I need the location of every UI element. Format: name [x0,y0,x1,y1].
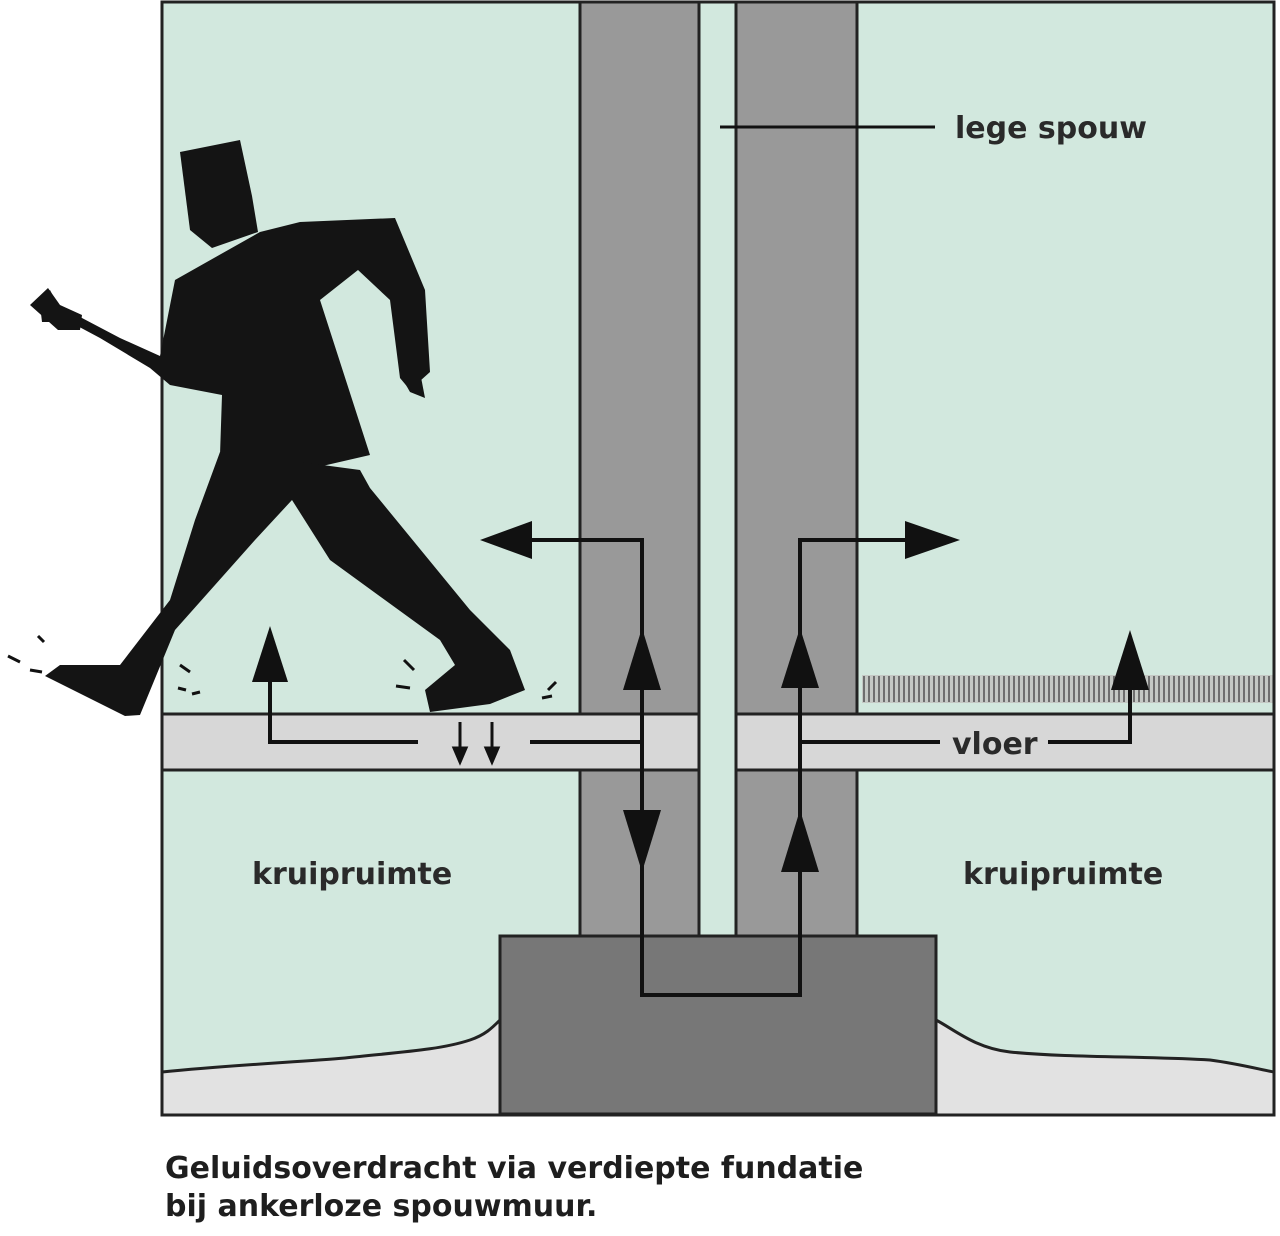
label-kruipruimte-right: kruipruimte [963,857,1163,892]
wall-leaf-left [578,0,701,938]
arrow-right-horizontal [905,521,960,559]
arrow-down-left-wall [623,810,661,872]
path-right-wall-up [798,538,905,640]
arrow-up-right-wall-top [781,628,819,688]
arrow-up-left-wall [623,628,661,690]
wall-leaf-right [734,0,859,938]
label-kruipruimte-left: kruipruimte [252,857,452,892]
arrow-up-right-wall-bottom [781,810,819,872]
label-vloer: vloer [952,727,1038,762]
arrow-left-horizontal [480,521,532,559]
ground-left [160,1016,502,1117]
floor-finish-stripes [863,676,1270,702]
foundation-block [498,934,938,1116]
arrow-up-right-floor [1111,630,1149,690]
path-left-wall-up [530,538,644,640]
caption-line-1: Geluidsoverdracht via verdiepte fundatie [165,1151,864,1186]
label-lege-spouw: lege spouw [955,111,1147,146]
impact-marks [7,634,558,700]
diagram-frame [160,0,1276,1117]
impact-down-arrows [451,722,501,766]
diagram-caption: Geluidsoverdracht via verdiepte fundatie… [165,1150,863,1226]
walking-person-silhouette [30,140,525,716]
caption-line-2: bij ankerloze spouwmuur. [165,1189,598,1224]
path-floor-left-a [268,676,418,744]
arrowheads [252,521,1149,872]
path-floor-right-b [1048,672,1132,744]
arrow-up-left-floor [252,626,288,682]
ground-right [934,1017,1276,1117]
